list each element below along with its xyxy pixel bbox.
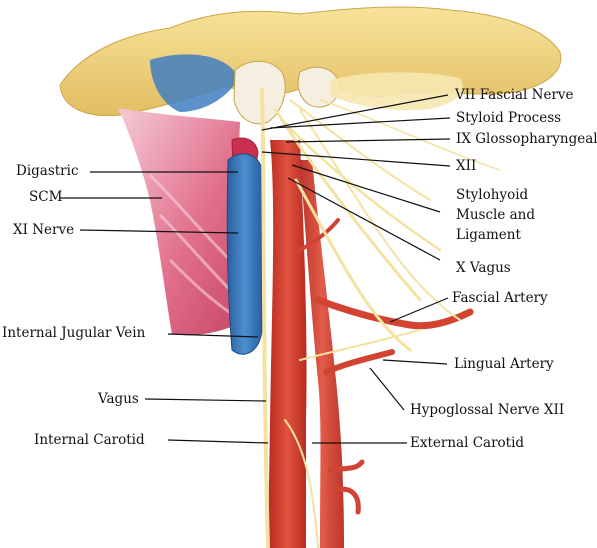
leader-internal-jugular-vein: [167, 333, 259, 338]
leader-xii: [261, 151, 451, 167]
leader-stylohyoid: [291, 164, 441, 213]
leader-x-vagus: [287, 177, 441, 261]
label-xii: XII: [456, 158, 477, 174]
label-stylohyoid-line2: Muscle and: [456, 207, 535, 223]
leader-xi-nerve: [79, 229, 239, 234]
leader-vii-facial-nerve: [261, 94, 449, 131]
leader-internal-carotid: [167, 439, 269, 444]
label-lingual-artery: Lingual Artery: [454, 356, 554, 372]
leader-lingual-artery: [382, 359, 448, 365]
leader-hypoglossal-nerve: [369, 367, 405, 411]
label-stylohyoid-line1: Stylohyoid: [456, 187, 529, 203]
label-vii-facial-nerve: VII Fascial Nerve: [455, 87, 574, 103]
leader-facial-artery: [389, 297, 449, 323]
leader-ix-glossopharyngeal: [285, 138, 451, 143]
label-digastric: Digastric: [16, 163, 79, 179]
label-xi-nerve: XI Nerve: [13, 222, 75, 238]
label-ix-glossopharyngeal: IX Glossopharyngeal: [456, 131, 597, 147]
label-x-vagus: X Vagus: [456, 260, 511, 276]
label-stylohyoid-line3: Ligament: [456, 227, 521, 243]
internal-jugular-vein: [226, 153, 263, 355]
label-styloid-process: Styloid Process: [456, 110, 562, 126]
scm-muscle: [118, 108, 246, 336]
skull-base: [59, 6, 562, 125]
label-internal-jugular-vein: Internal Jugular Vein: [2, 325, 146, 341]
label-vagus: Vagus: [98, 391, 139, 407]
leader-vagus: [144, 398, 267, 402]
label-facial-artery: Fascial Artery: [452, 290, 548, 306]
label-scm: SCM: [29, 189, 63, 205]
label-external-carotid: External Carotid: [410, 435, 525, 451]
label-internal-carotid: Internal Carotid: [34, 432, 145, 448]
label-hypoglossal-nerve-xii: Hypoglossal Nerve XII: [410, 402, 565, 418]
leader-styloid-process: [269, 117, 451, 129]
